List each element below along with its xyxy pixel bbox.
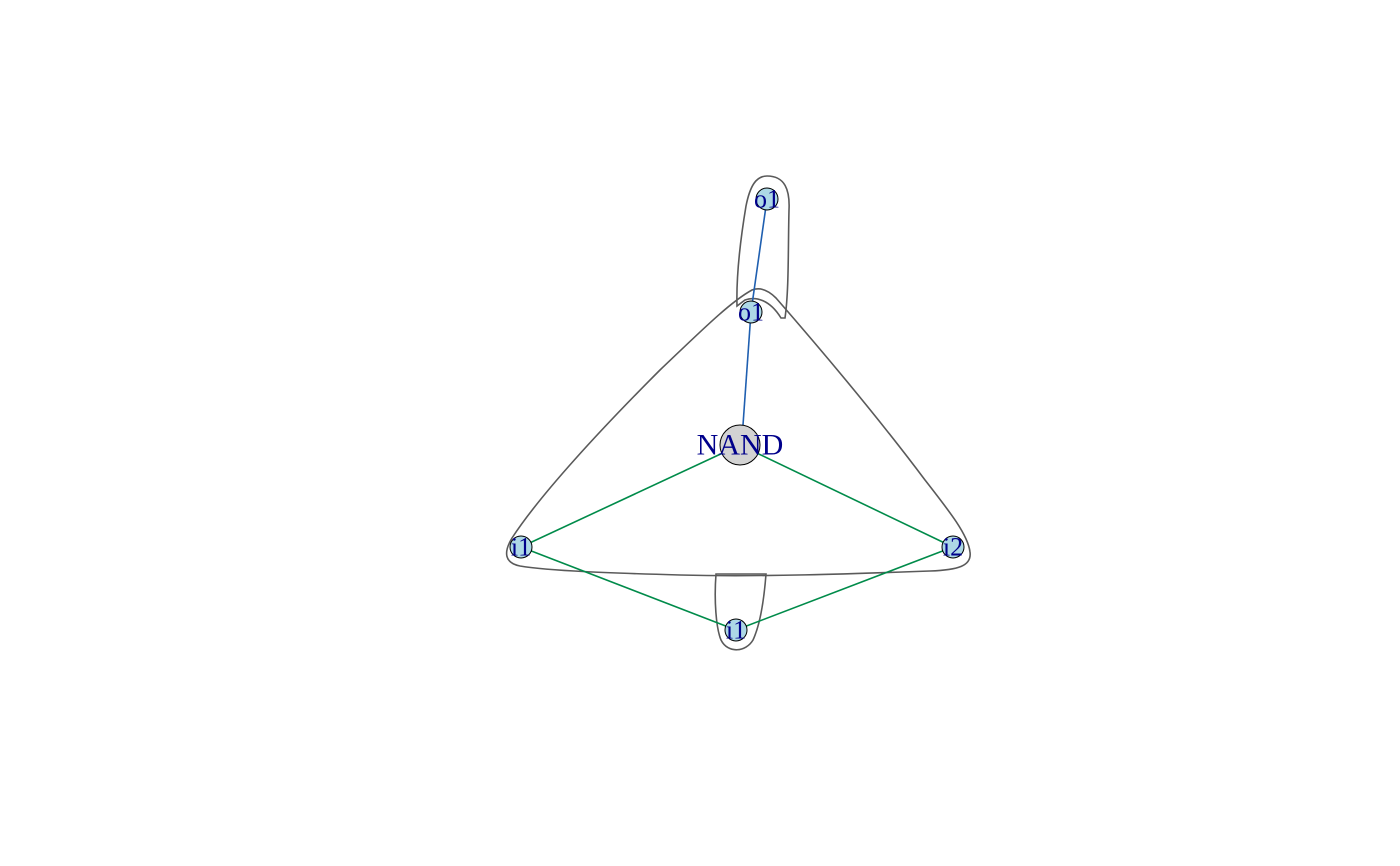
hull-input-group bbox=[714, 573, 767, 651]
hull-main-group bbox=[505, 288, 971, 577]
node-o1-mid-label: o1 bbox=[738, 298, 764, 327]
node-i1-left-label: i1 bbox=[511, 533, 531, 562]
node-nand-label: NAND bbox=[697, 429, 784, 462]
edge-nand-to-o1-mid bbox=[742, 311, 752, 426]
edge-i1-left-to-i1-bottom bbox=[520, 546, 737, 631]
edge-i2-right-to-nand bbox=[739, 444, 954, 548]
node-nand: NAND bbox=[697, 424, 784, 466]
node-i1-bottom: i1 bbox=[724, 616, 748, 645]
node-o1-top: o1 bbox=[754, 185, 780, 214]
node-o1-top-label: o1 bbox=[754, 185, 780, 214]
node-i1-left: i1 bbox=[509, 533, 533, 562]
node-i2-right-circle bbox=[941, 535, 965, 559]
node-i1-left-circle bbox=[509, 535, 533, 559]
edge-i1-left-to-nand bbox=[520, 444, 741, 548]
edge-i2-right-to-i1-bottom bbox=[735, 546, 954, 631]
edge-o1-mid-to-o1-top bbox=[750, 198, 768, 313]
node-o1-top-circle bbox=[755, 187, 779, 211]
hull-output-group bbox=[736, 175, 790, 319]
node-i1-bottom-circle bbox=[724, 618, 748, 642]
node-i1-bottom-label: i1 bbox=[726, 616, 746, 645]
node-i2-right-label: i2 bbox=[943, 533, 963, 562]
node-i2-right: i2 bbox=[941, 533, 965, 562]
node-o1-mid-circle bbox=[739, 300, 763, 324]
node-nand-circle bbox=[719, 424, 761, 466]
node-o1-mid: o1 bbox=[738, 298, 764, 327]
